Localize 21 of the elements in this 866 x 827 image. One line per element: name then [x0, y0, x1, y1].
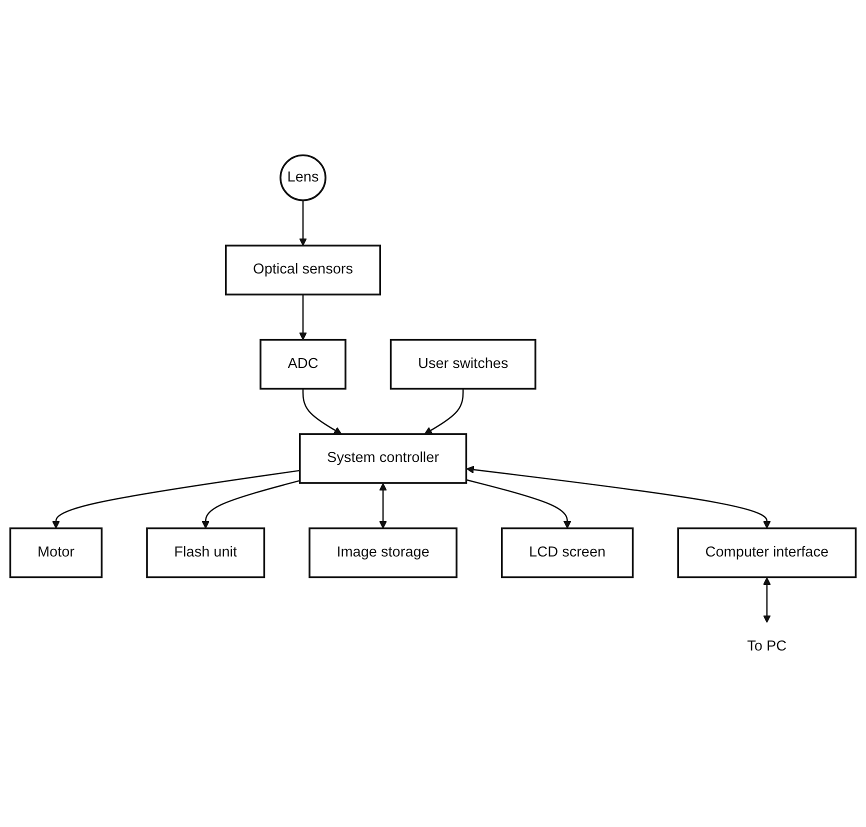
node-box: Image storage: [308, 528, 458, 578]
node-box: System controller: [298, 433, 468, 484]
arrow: [299, 294, 307, 340]
node-box: User switches: [390, 339, 536, 390]
node-box: Computer interface: [677, 528, 857, 578]
node-box: Motor: [9, 528, 103, 578]
node-text: To PC: [747, 638, 787, 654]
arrow: [424, 388, 464, 435]
arrow: [466, 479, 572, 529]
node-box: ADC: [260, 339, 346, 390]
node-box: LCD screen: [500, 528, 634, 578]
arrow: [299, 200, 307, 246]
arrow: [379, 483, 388, 529]
arrow: [202, 480, 300, 529]
arrow: [302, 388, 342, 435]
node-circle: Lens: [280, 154, 326, 202]
node-box: Optical sensors: [224, 244, 382, 296]
arrow: [466, 466, 771, 529]
arrow: [52, 470, 300, 529]
node-box: Flash unit: [146, 528, 266, 578]
arrow: [762, 577, 771, 624]
